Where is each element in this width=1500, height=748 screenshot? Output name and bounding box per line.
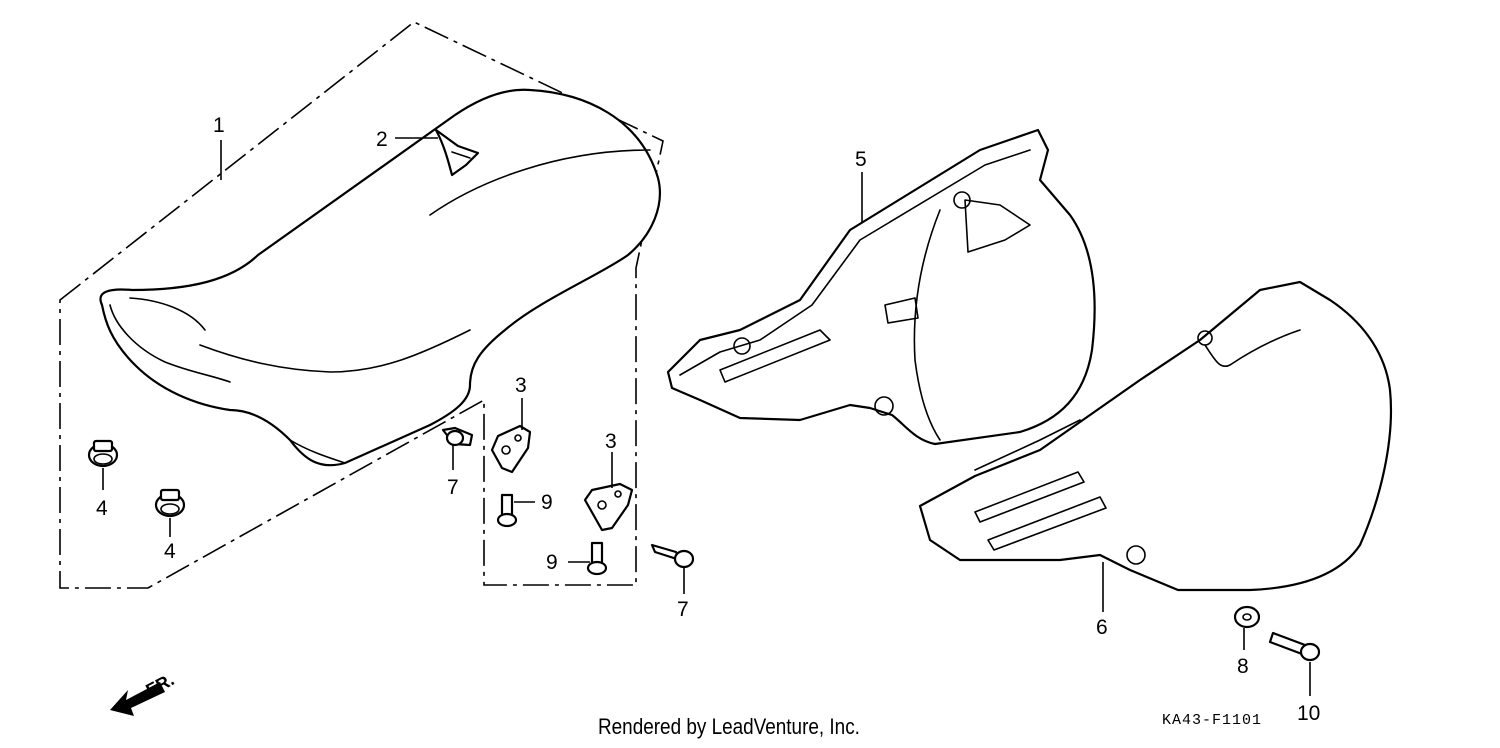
callout-5: 5 — [855, 148, 867, 171]
callout-4-lower: 4 — [164, 540, 176, 563]
seat-tag-clip[interactable] — [434, 128, 480, 177]
callout-6: 6 — [1096, 616, 1108, 639]
screw-9-upper[interactable] — [496, 493, 518, 528]
callout-8: 8 — [1237, 655, 1249, 678]
callout-9-upper: 9 — [541, 491, 553, 514]
side-cover-bolt[interactable] — [1268, 631, 1321, 662]
callout-10: 10 — [1297, 702, 1320, 725]
callout-7-lower: 7 — [677, 598, 689, 621]
flange-bolt-upper[interactable] — [441, 426, 474, 447]
right-side-cover[interactable] — [666, 128, 1096, 446]
seat-assembly-group-outline — [59, 21, 664, 589]
callout-3-left: 3 — [515, 374, 527, 397]
leader-lines — [102, 137, 1311, 696]
seat-grommet-upper[interactable] — [87, 439, 119, 468]
seat-bracket-left[interactable] — [490, 424, 532, 474]
left-side-cover[interactable] — [918, 280, 1393, 592]
seat-bracket-right[interactable] — [583, 482, 634, 532]
seat-grommet-lower[interactable] — [154, 488, 186, 518]
render-credit: Rendered by LeadVenture, Inc. — [598, 714, 860, 739]
callout-3-right: 3 — [605, 430, 617, 453]
diagram-code: KA43-F1101 — [1162, 712, 1263, 729]
front-direction-arrow-icon: FR. — [110, 669, 177, 716]
callout-4-upper: 4 — [96, 497, 108, 520]
screw-9-lower[interactable] — [586, 541, 608, 576]
callout-1: 1 — [213, 114, 225, 137]
callout-2: 2 — [376, 128, 388, 151]
callout-7-upper: 7 — [447, 476, 459, 499]
callout-9-lower: 9 — [546, 551, 558, 574]
washer[interactable] — [1233, 605, 1261, 629]
seat[interactable] — [99, 88, 661, 467]
flange-bolt-lower[interactable] — [650, 543, 695, 569]
